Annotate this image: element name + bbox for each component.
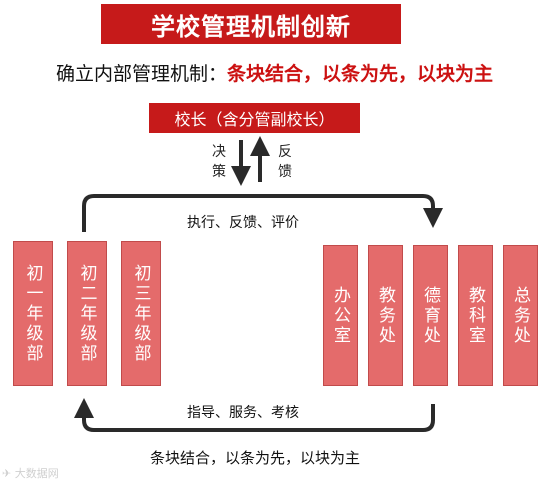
department-box-3: 德育处 — [413, 245, 448, 386]
department-box-4: 教科室 — [458, 245, 493, 386]
watermark-icon: ✈ — [2, 467, 12, 480]
department-box-1: 办公室 — [323, 245, 358, 386]
grade-box-3: 初三年级部 — [121, 241, 161, 386]
principal-box: 校长（含分管副校长） — [149, 103, 360, 133]
top-flow-label: 执行、反馈、评价 — [187, 215, 299, 231]
bottom-flow-arrow — [74, 398, 435, 432]
department-box-2: 教务处 — [368, 245, 403, 386]
top-flow-arrow — [82, 194, 443, 232]
footer-caption: 条块结合，以条为先，以块为主 — [150, 449, 361, 467]
bottom-flow-label: 指导、服务、考核 — [187, 405, 299, 421]
watermark: ✈ 大数据网 — [2, 465, 59, 481]
page-title: 学校管理机制创新 — [101, 4, 401, 44]
subtitle: 确立内部管理机制：条块结合，以条为先，以块为主 — [0, 59, 549, 86]
department-box-5: 总务处 — [503, 245, 538, 386]
watermark-text: 大数据网 — [14, 467, 59, 480]
grade-box-1: 初一年级部 — [13, 241, 53, 386]
subtitle-highlight: 条块结合，以条为先，以块为主 — [227, 63, 494, 85]
feedback-label: 反馈 — [278, 144, 292, 180]
decision-label: 决策 — [212, 144, 226, 180]
grade-box-2: 初二年级部 — [67, 241, 107, 386]
subtitle-prefix: 确立内部管理机制： — [55, 63, 227, 85]
